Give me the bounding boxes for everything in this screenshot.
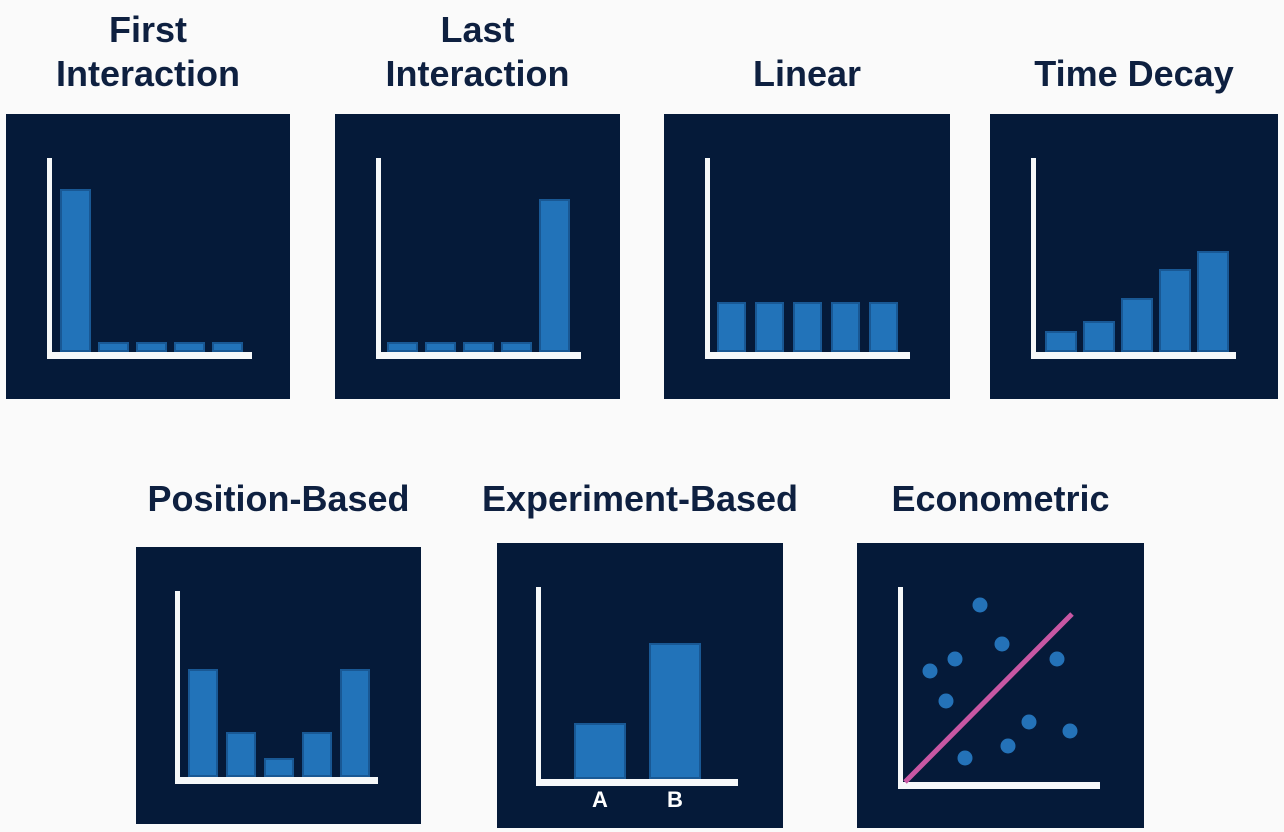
title-line: Linear — [752, 53, 862, 94]
chart-panel-position-based — [136, 547, 421, 824]
chart-title-first-interaction: First Interaction — [0, 0, 320, 96]
bar — [425, 342, 456, 352]
y-axis — [175, 591, 180, 784]
x-axis — [898, 782, 1100, 789]
trend-line — [903, 612, 1074, 784]
y-axis — [1031, 158, 1036, 359]
title-line: First — [108, 9, 187, 50]
bar — [1159, 268, 1191, 352]
y-axis — [536, 587, 541, 786]
bar — [649, 642, 701, 779]
scatter-point — [1000, 738, 1016, 754]
title-line: Interaction — [385, 53, 570, 94]
x-axis — [376, 352, 581, 359]
x-axis — [1031, 352, 1236, 359]
chart-title-position-based: Position-Based — [106, 425, 451, 521]
bar — [793, 301, 822, 352]
bar — [98, 342, 129, 352]
bar — [1083, 320, 1115, 352]
bar — [501, 342, 532, 352]
bar — [831, 301, 860, 352]
bar — [60, 189, 91, 352]
chart-title-time-decay: Time Decay — [960, 0, 1284, 96]
scatter-point — [957, 750, 973, 766]
bar — [212, 342, 243, 352]
scatter-point — [922, 663, 938, 679]
bar — [1197, 251, 1229, 352]
y-axis — [898, 587, 903, 789]
bar-group — [717, 158, 898, 352]
chart-title-linear: Linear — [634, 0, 980, 96]
bar — [539, 198, 570, 352]
chart-title-last-interaction: Last Interaction — [305, 0, 650, 96]
bar — [574, 723, 626, 779]
x-axis — [705, 352, 910, 359]
x-axis-label: A — [592, 787, 608, 812]
bar — [136, 342, 167, 352]
bar-group — [188, 591, 370, 777]
bar — [302, 732, 332, 777]
bar — [869, 301, 898, 352]
bar — [463, 342, 494, 352]
scatter-point — [1021, 714, 1037, 730]
scatter-point — [947, 651, 963, 667]
bar-group — [574, 587, 701, 779]
title-line: Position-Based — [147, 478, 410, 519]
y-axis — [47, 158, 52, 359]
title-line: Experiment-Based — [481, 478, 799, 519]
bar — [226, 732, 256, 777]
x-axis — [47, 352, 252, 359]
scatter-point — [994, 636, 1010, 652]
chart-panel-econometric — [857, 543, 1144, 828]
chart-panel-first-interaction — [6, 114, 290, 399]
title-line: Econometric — [891, 478, 1110, 519]
chart-title-experiment-based: Experiment-Based — [467, 425, 813, 521]
scatter-point — [1049, 651, 1065, 667]
y-axis — [705, 158, 710, 359]
chart-panel-linear — [664, 114, 950, 399]
y-axis — [376, 158, 381, 359]
bar-group — [1045, 158, 1229, 352]
scatter-point — [1062, 723, 1078, 739]
x-axis-label: B — [667, 787, 683, 812]
bar — [264, 758, 294, 777]
bar — [717, 301, 746, 352]
chart-title-econometric: Econometric — [827, 425, 1174, 521]
bar — [387, 342, 418, 352]
title-line: Time Decay — [1034, 53, 1234, 94]
bar — [755, 301, 784, 352]
bar — [188, 669, 218, 777]
chart-panel-last-interaction — [335, 114, 620, 399]
title-line: Last — [440, 9, 515, 50]
x-axis — [536, 779, 738, 786]
scatter-plot — [903, 597, 1078, 784]
scatter-point — [938, 693, 954, 709]
scatter-point — [972, 597, 988, 613]
bar-group — [60, 158, 243, 352]
bar — [340, 669, 370, 777]
chart-panel-time-decay — [990, 114, 1278, 399]
x-axis — [175, 777, 378, 784]
bar — [1121, 297, 1153, 352]
bar — [1045, 330, 1077, 352]
bar-group — [387, 158, 570, 352]
bar — [174, 342, 205, 352]
title-line: Interaction — [55, 53, 241, 94]
